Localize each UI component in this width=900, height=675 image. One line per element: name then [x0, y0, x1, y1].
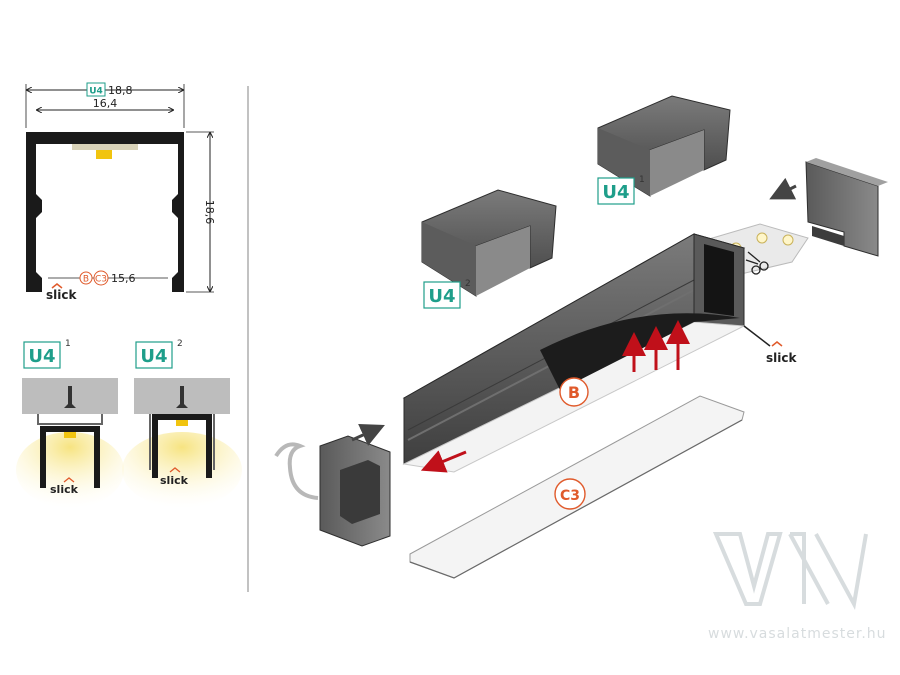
clip-2-label-box	[135, 341, 173, 369]
clip-mount-1: U4 1 slick	[16, 339, 124, 508]
part-c3-label: C3	[560, 488, 580, 504]
slick-logo-2: slick	[160, 474, 189, 487]
end-cap-left-arrow	[351, 424, 385, 446]
clip-1	[37, 414, 103, 425]
led-chip-1	[64, 432, 76, 438]
profile-1	[40, 426, 100, 488]
clip-u4-2-label: U4	[428, 286, 455, 307]
clip-mount-2: U4 2 slick	[122, 339, 242, 508]
light-glow-1	[16, 432, 124, 508]
clip-2-label: U4	[140, 346, 167, 367]
cover-c3: C3	[409, 395, 745, 579]
profile-2	[152, 414, 212, 478]
watermark: www.vasalatmester.hu	[708, 532, 887, 642]
clip-1-index: 1	[65, 339, 71, 349]
power-cable	[274, 442, 319, 500]
screw-icon-2	[176, 386, 188, 408]
led-chip-2	[176, 420, 188, 426]
clip-2-index: 2	[177, 339, 183, 349]
end-cap-right-arrow	[769, 177, 797, 200]
outer-width-tag-box	[86, 82, 106, 97]
watermark-url: www.vasalatmester.hu	[708, 626, 887, 642]
scissors-icon	[745, 251, 769, 275]
clip-u4-2-index: 2	[465, 279, 471, 289]
watermark-logo	[712, 532, 783, 606]
slick-logo-1: slick	[50, 483, 79, 496]
cross-section: U4 18,8 16,4 18,6 B C3 15,6 slick	[25, 82, 216, 302]
clip-u4-2-3d: U4 2	[421, 189, 557, 309]
clip-u4-1-label: U4	[602, 182, 629, 203]
led-chip	[96, 150, 112, 159]
main-profile-3d: B slick	[402, 233, 797, 473]
clip-1-label: U4	[28, 346, 55, 367]
end-cap-left	[274, 424, 391, 547]
end-cap-right	[769, 158, 888, 257]
slick-logo-profile: slick	[766, 351, 797, 365]
bottom-tag-b: B	[83, 275, 89, 285]
clip-u4-1-3d: U4 1	[597, 95, 731, 205]
slick-logo-mark	[51, 283, 63, 289]
bottom-width-value: 15,6	[111, 272, 136, 285]
part-c3-badge	[554, 478, 586, 510]
part-b-badge	[559, 377, 589, 407]
slick-logo-section: slick	[46, 288, 77, 302]
clip-1-label-box	[23, 341, 61, 369]
part-b-label: B	[568, 383, 580, 402]
slide-arrow	[420, 450, 467, 473]
clip-2	[149, 414, 215, 470]
inner-width-value: 16,4	[93, 97, 118, 110]
clip-u4-1-index: 1	[639, 175, 645, 185]
outer-width-value: 18,8	[108, 84, 133, 97]
screw-icon	[64, 386, 76, 408]
height-value: 18,6	[203, 200, 216, 225]
bottom-tag-c3: C3	[95, 275, 107, 285]
light-glow-2	[122, 432, 242, 508]
outer-width-tag: U4	[89, 87, 103, 97]
led-strip-section	[72, 144, 138, 150]
